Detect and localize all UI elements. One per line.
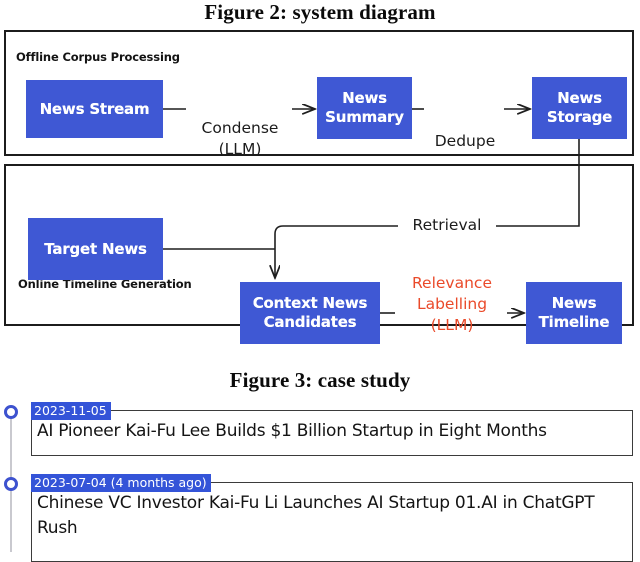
system-diagram: Offline Corpus Processing Online Timelin… [4,30,636,344]
figure3-title: Figure 3: case study [229,368,411,392]
node-context-news-candidates: Context News Candidates [240,282,380,344]
timeline-headline: Chinese VC Investor Kai-Fu Li Launches A… [31,482,633,562]
case-study-timeline: 2023-11-05 AI Pioneer Kai-Fu Lee Builds … [0,398,640,562]
timeline-date-badge: 2023-07-04 (4 months ago) [31,474,211,492]
timeline-date-badge: 2023-11-05 [31,402,111,420]
node-target-news: Target News [28,218,163,280]
panel-label-offline: Offline Corpus Processing [16,50,180,64]
edge-label-retrieval: Retrieval [399,215,495,236]
figure2-title: Figure 2: system diagram [204,0,436,24]
timeline-headline: AI Pioneer Kai-Fu Lee Builds $1 Billion … [31,410,633,456]
edge-label-relevance-labelling: Relevance Labelling (LLM) [411,274,492,334]
node-news-timeline: News Timeline [526,282,622,344]
node-news-stream: News Stream [26,80,163,138]
node-news-summary: News Summary [317,77,412,139]
timeline-marker-icon [4,405,18,419]
edge-label-dedupe: Dedupe [434,132,496,150]
node-news-storage: News Storage [532,77,627,139]
timeline-marker-icon [4,477,18,491]
edge-label-condense: Condense (LLM) [201,119,279,158]
panel-label-online: Online Timeline Generation [18,277,192,291]
